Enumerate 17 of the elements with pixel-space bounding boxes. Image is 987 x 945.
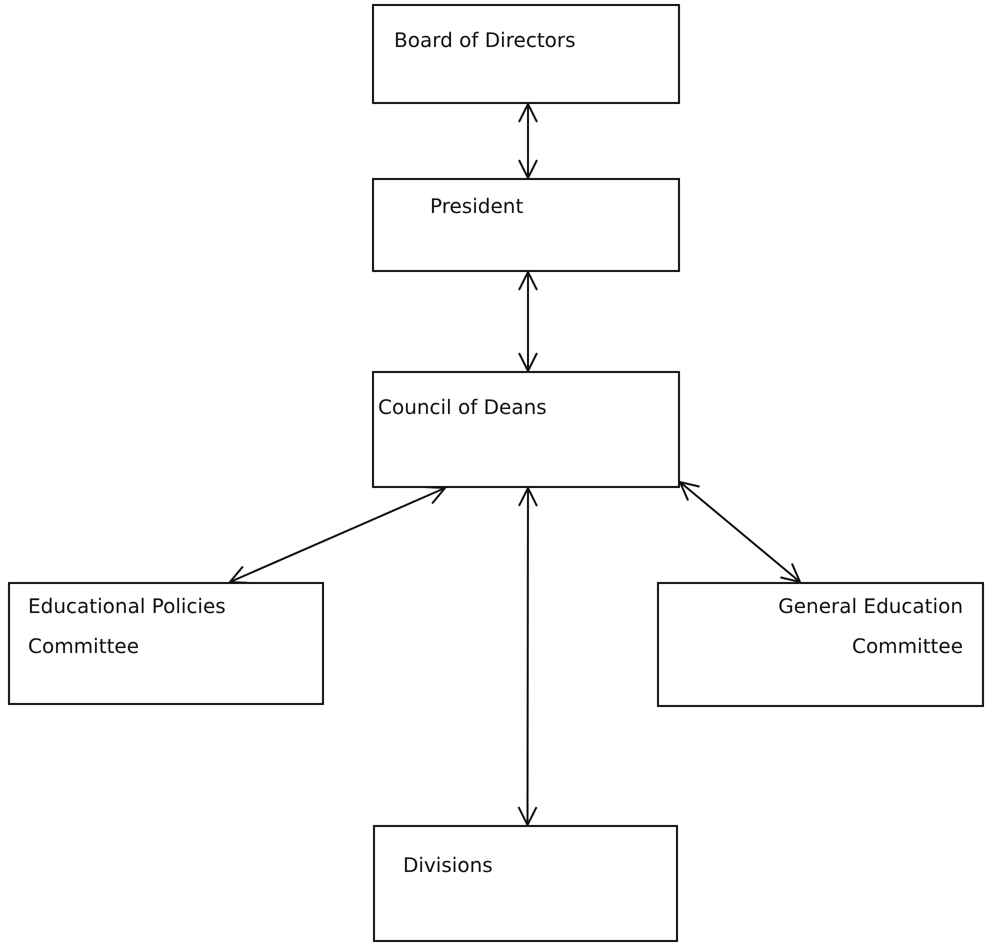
box-label: Board of Directors — [394, 27, 577, 54]
box-label: Educational Policies Committee — [28, 593, 227, 660]
box-label: Divisions — [403, 852, 494, 879]
org-box — [372, 371, 680, 488]
double-arrow — [679, 481, 801, 583]
double-arrow — [518, 103, 538, 179]
double-arrow — [518, 487, 538, 826]
org-box — [8, 582, 324, 705]
org-box — [657, 582, 984, 707]
org-box — [372, 178, 680, 272]
org-box — [372, 4, 680, 104]
box-label: General Education Committee — [777, 593, 963, 660]
double-arrow — [518, 271, 538, 372]
box-label: President — [430, 193, 524, 220]
org-box — [373, 825, 678, 942]
double-arrow — [229, 486, 446, 584]
box-label: Council of Deans — [378, 394, 548, 421]
